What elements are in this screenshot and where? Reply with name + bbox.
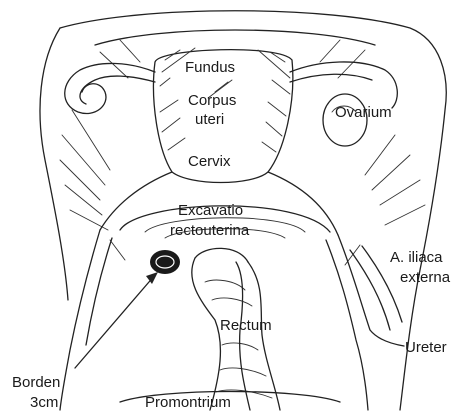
rectum-top — [195, 248, 248, 262]
label-excavatio-1: Excavatio — [178, 202, 243, 219]
label-iliaca-2: externa — [400, 269, 451, 286]
rectum-fold2 — [212, 298, 252, 306]
label-ovarium: Ovarium — [335, 104, 392, 121]
left-ureter — [60, 230, 100, 410]
rectum-left — [192, 258, 221, 410]
outer-drape — [60, 11, 446, 410]
right-tube-inner — [290, 74, 372, 82]
label-corpus-2: uteri — [195, 111, 224, 128]
label-cervix: Cervix — [188, 153, 231, 170]
label-promontrium: Promontrium — [145, 394, 231, 411]
rectum-fold1 — [205, 280, 245, 290]
label-excavatio-2: rectouterina — [170, 222, 250, 239]
label-ureter: Ureter — [405, 339, 447, 356]
borden-arrow-shaft — [75, 275, 155, 368]
label-iliaca-1: A. iliaca — [390, 249, 443, 266]
left-tube — [65, 63, 155, 113]
right-tube — [290, 62, 397, 108]
label-borden-2: 3cm — [30, 394, 58, 411]
iliac-vessel — [350, 250, 390, 330]
right-ureter-2 — [326, 240, 368, 410]
cervix-fold — [100, 172, 172, 230]
rectum-right — [248, 262, 280, 410]
cervix-fold-right — [268, 172, 338, 235]
borden-arrowhead — [146, 272, 158, 284]
label-corpus-1: Corpus — [188, 92, 236, 109]
left-tube-inner — [80, 76, 155, 104]
label-borden-1: Borden — [12, 374, 60, 391]
borden-nodule — [150, 250, 180, 274]
inner-drape-top — [95, 30, 375, 45]
label-rectum: Rectum — [220, 317, 272, 334]
label-fundus: Fundus — [185, 59, 235, 76]
rectum-sigmoid — [236, 262, 250, 410]
